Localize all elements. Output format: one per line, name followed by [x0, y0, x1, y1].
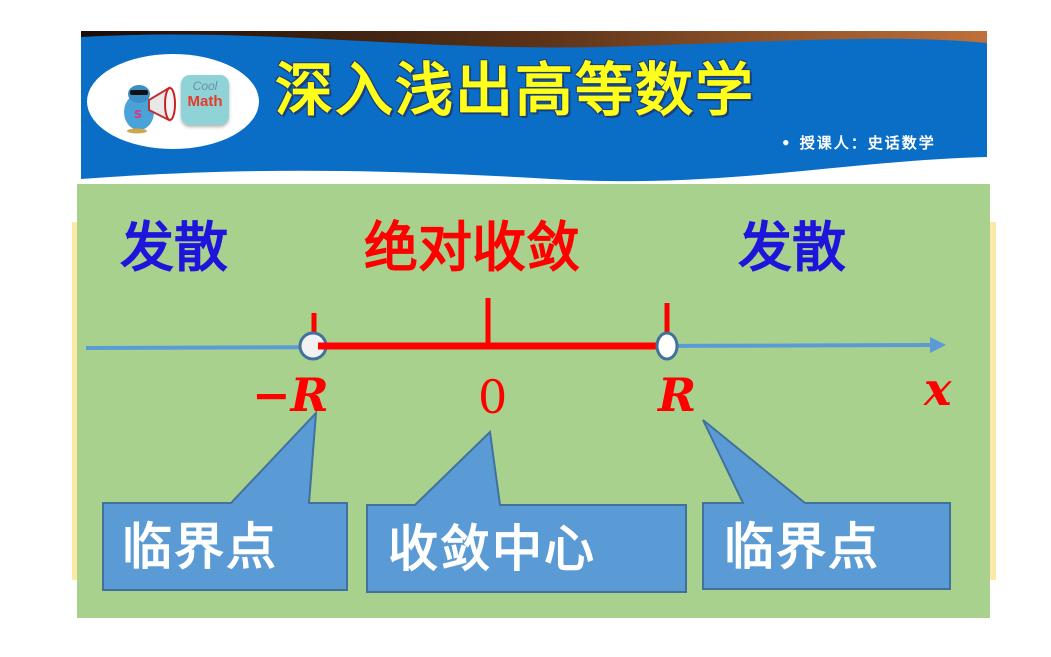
course-title: 深入浅出高等数学 [275, 56, 756, 124]
axis-variable-x: x [924, 362, 952, 416]
course-banner: S Cool Math 深入浅出高等数学 • 授课人：史话数学 [81, 29, 987, 187]
callout-bubble-center [366, 429, 687, 593]
open-endpoint-r [655, 331, 679, 361]
label-zero: 0 [478, 370, 508, 424]
callout-convergence-center: 收敛中心 [388, 520, 596, 578]
coolmath-line1: Cool [192, 79, 218, 93]
label-r: R [658, 368, 697, 422]
callout-critical-point-left: 临界点 [122, 518, 278, 576]
right-accent-strip [990, 222, 996, 580]
divergent-label-right: 发散 [738, 216, 846, 279]
callout-critical-point-right: 临界点 [724, 518, 880, 576]
callout-bubble-left [102, 410, 348, 591]
callout-bubble-right [702, 419, 951, 590]
banner-wave-background [81, 31, 987, 182]
instructor-credit: • 授课人：史话数学 [781, 134, 936, 152]
label-minus-r: −R [252, 368, 329, 422]
divergent-label-left: 发散 [120, 216, 228, 279]
cool-math-app-icon: Cool Math [181, 75, 229, 125]
absolute-convergence-label: 绝对收敛 [364, 216, 580, 279]
svg-text:S: S [134, 108, 142, 121]
coolmath-line2: Math [187, 93, 223, 110]
callout-shapes [102, 410, 951, 593]
mascot-bird-megaphone-icon: S [124, 85, 176, 134]
left-accent-strip [72, 222, 78, 580]
